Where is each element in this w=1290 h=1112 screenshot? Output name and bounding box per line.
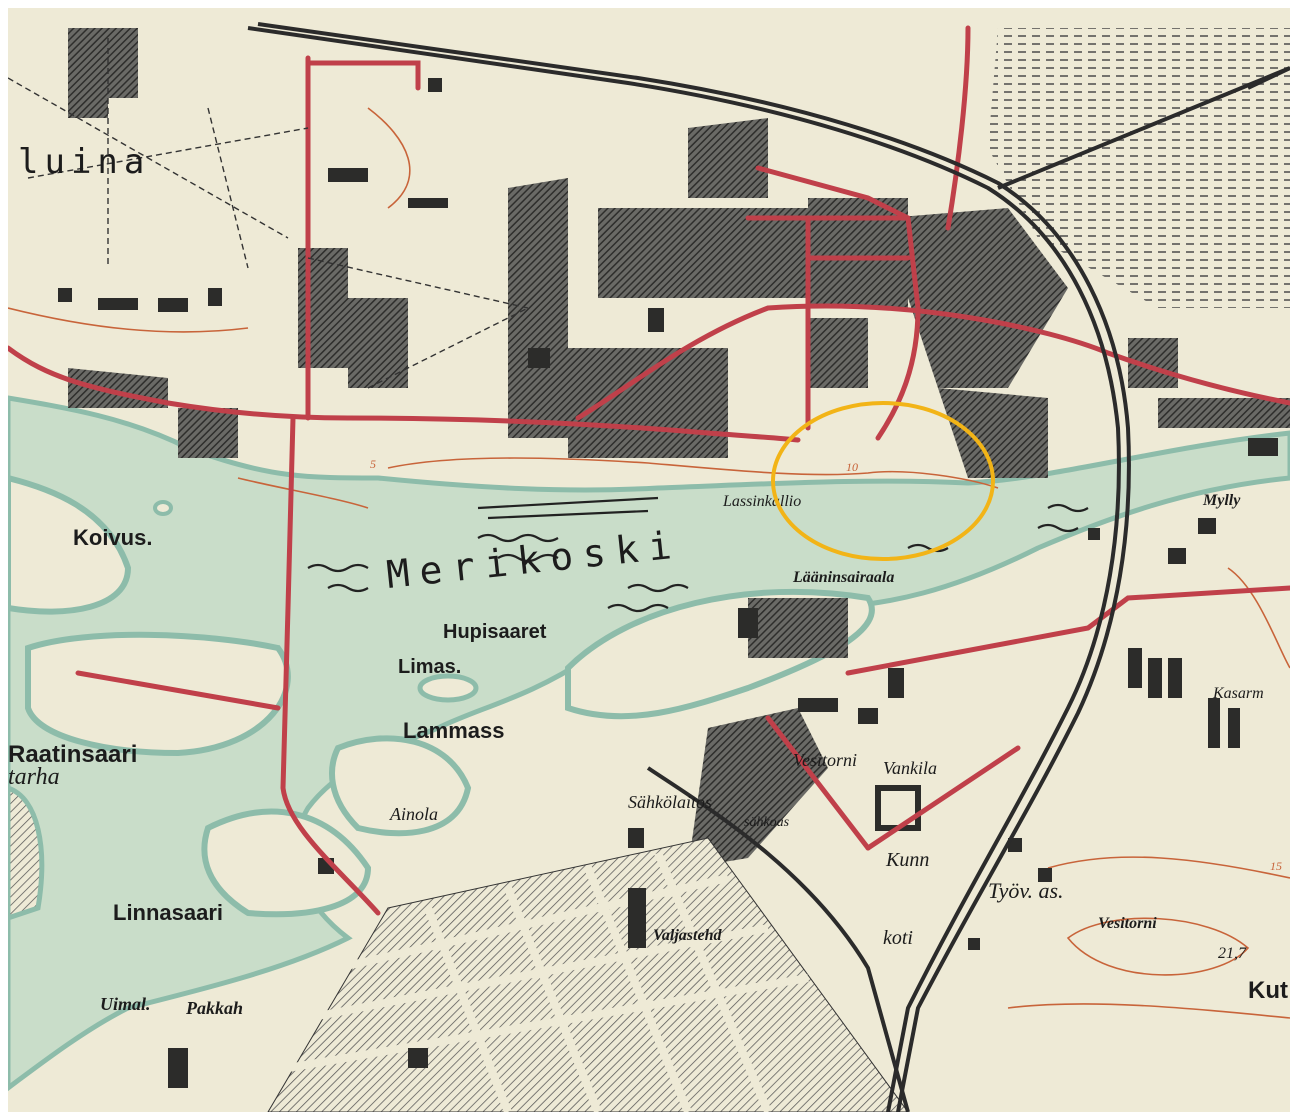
label-hupisaaret: Hupisaaret [443, 621, 547, 643]
label-vankila: Vankila [883, 758, 937, 778]
label-uimal: Uimal. [100, 994, 151, 1014]
label-contour-5: 5 [370, 457, 376, 471]
island-raatinsaari [25, 631, 291, 757]
footpaths [8, 38, 529, 389]
buildings [58, 78, 1278, 1088]
label-contour-15: 15 [1270, 859, 1282, 873]
label-sahkolaitos: Sähkölaitos [628, 792, 712, 812]
label-linnasaari: Linnasaari [113, 900, 223, 925]
label-tarha: tarha [8, 764, 60, 790]
label-raatinsaari: Raatinsaari [8, 741, 137, 768]
topographic-map[interactable]: luina Koivus. Merikoski Hupisaaret Limas… [8, 8, 1290, 1112]
label-lammass: Lammass [403, 718, 505, 743]
label-kasarm: Kasarm [1212, 685, 1264, 702]
label-lassinkallio: Lassinkallio [722, 493, 801, 510]
island-koivus [8, 474, 132, 615]
label-contour-10: 10 [846, 460, 858, 474]
label-ainola: Ainola [389, 804, 438, 824]
contour-lines [8, 107, 1290, 1019]
city-streets [287, 851, 809, 1112]
label-limas: Limas. [398, 656, 461, 678]
island-small-1 [153, 500, 173, 516]
island-southwest [8, 785, 45, 921]
label-tyov: Työv. as. [988, 878, 1064, 903]
label-mylly: Mylly [1202, 492, 1241, 509]
label-valjastehd: Valjastehd [653, 927, 722, 944]
label-sahkoas: sähkoas [744, 815, 790, 830]
label-vesitorni-2: Vesitorni [1098, 915, 1157, 932]
roads [8, 25, 1290, 916]
label-laaninsairaala: Lääninsairaala [792, 569, 894, 586]
label-vesitorni-1: Vesitorni [793, 750, 857, 770]
island-linnasaari [201, 808, 372, 918]
river-merikoski [8, 395, 1290, 1092]
island-limas [417, 673, 479, 703]
railway [247, 22, 1290, 1112]
map-frame: luina Koivus. Merikoski Hupisaaret Limas… [8, 8, 1290, 1112]
label-kut: Kut [1248, 977, 1288, 1004]
label-luina: luina [18, 142, 150, 182]
label-kunn: Kunn [885, 849, 929, 871]
island-ainola [329, 735, 472, 837]
label-koivus: Koivus. [73, 525, 152, 550]
label-height: 21,7 [1218, 945, 1247, 962]
rapids-marks [307, 496, 1089, 613]
label-pakkah: Pakkah [185, 998, 243, 1018]
label-koti: koti [883, 927, 913, 949]
highlight-ellipse [771, 401, 995, 561]
